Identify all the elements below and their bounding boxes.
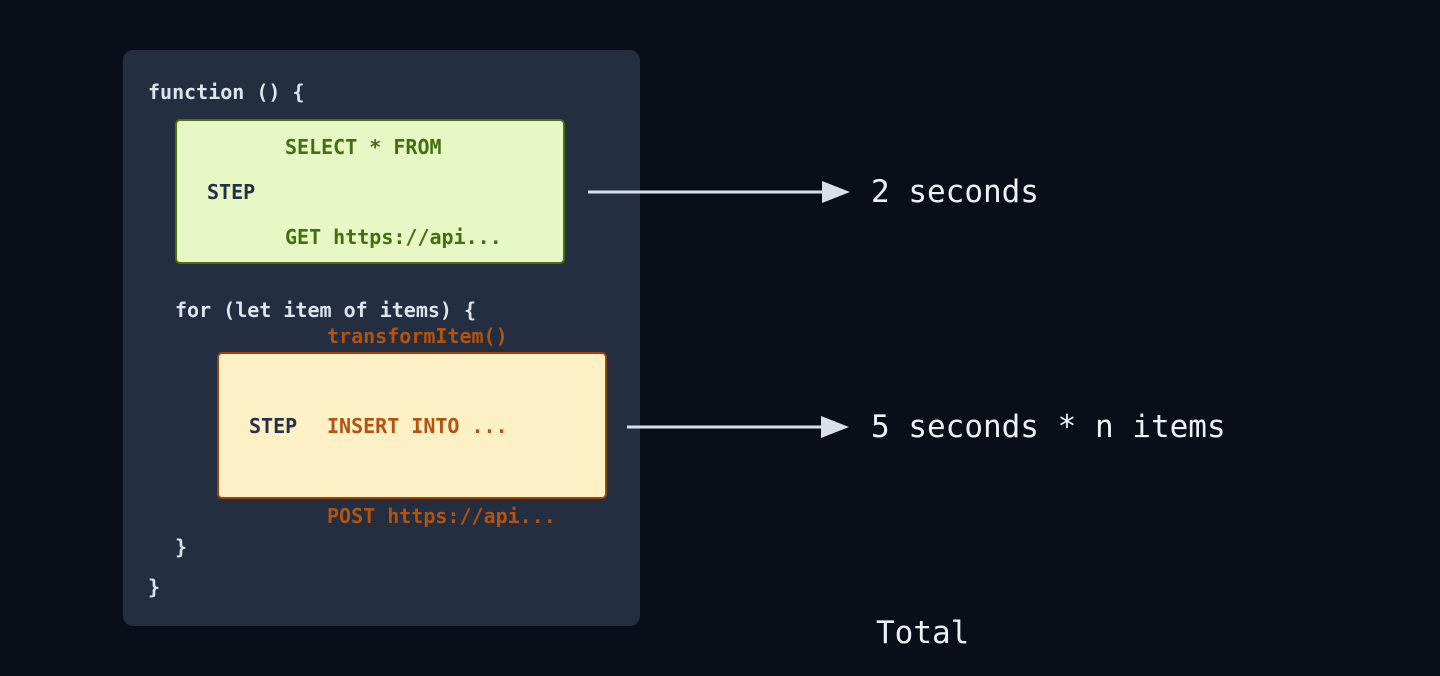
extract-step-box: STEP SELECT * FROM GET https://api... [175, 119, 565, 264]
step-code-line: POST https://api... [327, 503, 556, 528]
code-line-for-open: for (let item of items) { [175, 298, 477, 322]
code-line-function-open: function () { [148, 80, 305, 104]
total-label: Total [876, 615, 970, 651]
step1-duration-label: 2 seconds [871, 174, 1039, 210]
step-label: STEP [249, 413, 298, 438]
extract-step-code: SELECT * FROM GET https://api... [285, 72, 502, 312]
transform-step-box: STEP transformItem() INSERT INTO ... POS… [217, 324, 607, 528]
arrow-step1-icon [588, 181, 850, 203]
step-code-line: SELECT * FROM [285, 134, 442, 159]
step-code-line: GET https://api... [285, 224, 502, 249]
step-label: STEP [207, 179, 256, 204]
arrow-step2-icon [627, 416, 849, 438]
code-line-close-inner-brace: } [175, 535, 188, 559]
total-block: Total 100 items = 502 seconds [876, 531, 1305, 676]
step2-duration-label: 5 seconds * n items [871, 409, 1226, 445]
transform-step-code: transformItem() INSERT INTO ... POST htt… [327, 261, 556, 591]
step-code-line: transformItem() [327, 323, 508, 348]
code-line-close-outer-brace: } [148, 575, 161, 599]
step-code-line: INSERT INTO ... [327, 413, 508, 438]
code-panel: function () { STEP SELECT * FROM GET htt… [123, 50, 640, 626]
